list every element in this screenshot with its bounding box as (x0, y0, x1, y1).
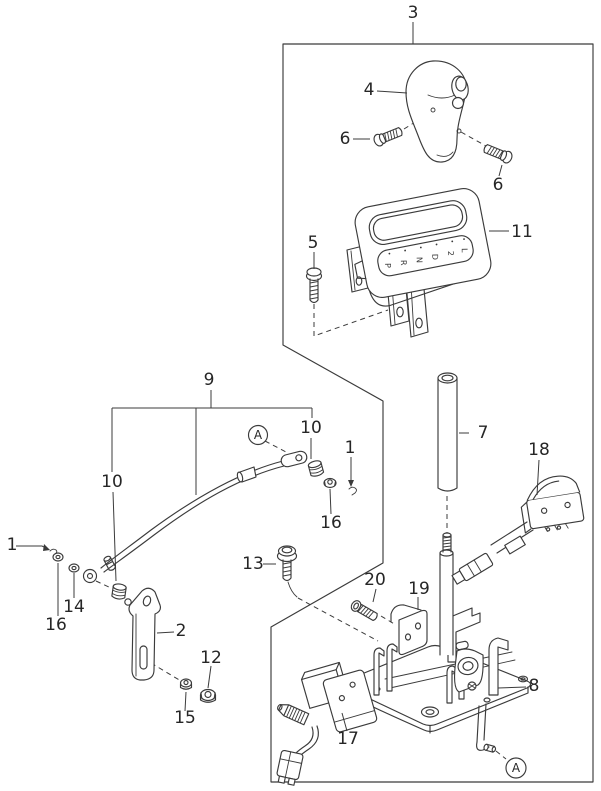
washer-ball (124, 598, 132, 606)
pin-clip-1-right (348, 457, 357, 496)
part-label-6a: 6 (340, 129, 351, 149)
screw-13 (276, 545, 298, 598)
view-marker-a-top: A (247, 424, 269, 446)
part-label-2: 2 (176, 621, 187, 641)
detent-arm (476, 703, 497, 753)
inhibitor-switch-18 (520, 475, 585, 534)
solenoid-plunger (277, 704, 310, 726)
cable-rod-end (280, 450, 308, 468)
screw-5 (305, 267, 323, 304)
part-label-16b: 16 (320, 513, 342, 533)
pin-clip-1-left (16, 544, 58, 555)
indicator-letter: 2 (446, 251, 455, 256)
screw-20 (350, 600, 378, 622)
part-label-6b: 6 (493, 175, 504, 195)
washer-16-left (52, 552, 64, 562)
nut-16-right (323, 477, 337, 489)
view-marker-letter: A (254, 428, 263, 442)
screw-6-left (373, 127, 403, 147)
part-label-18: 18 (528, 440, 550, 460)
bushing-10-right (307, 460, 325, 477)
part-label-9: 9 (204, 370, 215, 390)
assembly-3-outline-box (270, 22, 594, 783)
lever-pivot-mount (453, 648, 484, 693)
lever-tube-7 (437, 372, 458, 492)
nut-12 (199, 688, 217, 703)
cable-eyelet (82, 568, 98, 584)
part-label-19: 19 (408, 579, 430, 599)
part-label-7: 7 (478, 423, 489, 443)
view-marker-letter: A (512, 761, 521, 775)
switch-harness (451, 521, 534, 585)
part-label-11: 11 (511, 222, 533, 242)
part-number-labels: 3 4 6 6 5 11 9 10 1 10 16 1 13 7 18 14 1… (7, 3, 550, 749)
indicator-letter: R (399, 260, 408, 266)
shift-lever-shaft (439, 532, 454, 656)
part-label-17: 17 (337, 729, 359, 749)
washer-14 (68, 563, 80, 573)
part-label-20: 20 (364, 570, 386, 590)
part-label-5: 5 (308, 233, 319, 253)
part-label-1a: 1 (7, 535, 18, 555)
part-label-10a: 10 (101, 472, 123, 492)
bracket-plate-19 (390, 604, 428, 656)
part-label-8: 8 (529, 676, 540, 696)
nut-15 (179, 678, 193, 690)
back-bracket (447, 607, 481, 663)
indicator-letter: D (430, 254, 439, 260)
part-label-12: 12 (200, 648, 222, 668)
leader-lines (57, 90, 540, 732)
shift-lock-solenoid-17 (276, 661, 378, 786)
shift-indicator-panel-11: P R N D 2 L (354, 188, 492, 307)
screw-6-right (483, 144, 513, 164)
shift-position-letters: P R N D 2 L (383, 248, 469, 268)
part-label-1b: 1 (345, 438, 356, 458)
assembly-9-bracket (111, 390, 313, 582)
part-label-4: 4 (364, 80, 375, 100)
part-label-16a: 16 (45, 615, 67, 635)
part-label-14: 14 (63, 597, 85, 617)
part-label-10b: 10 (300, 418, 322, 438)
bushing-10-left (111, 583, 127, 600)
shift-knob-4 (405, 60, 469, 163)
part-label-3: 3 (408, 3, 419, 23)
part-label-13: 13 (242, 554, 264, 574)
shift-control-cable (82, 450, 308, 584)
indicator-letter: L (460, 248, 469, 253)
indicator-letter: N (415, 257, 424, 263)
solenoid-connector (276, 749, 304, 786)
view-marker-a-bottom: A (505, 757, 527, 779)
clevis-pin (103, 555, 117, 571)
indicator-letter: P (383, 263, 392, 268)
part-label-15: 15 (174, 708, 196, 728)
harness-connector (451, 552, 494, 585)
mounting-bracket-2 (128, 587, 162, 681)
